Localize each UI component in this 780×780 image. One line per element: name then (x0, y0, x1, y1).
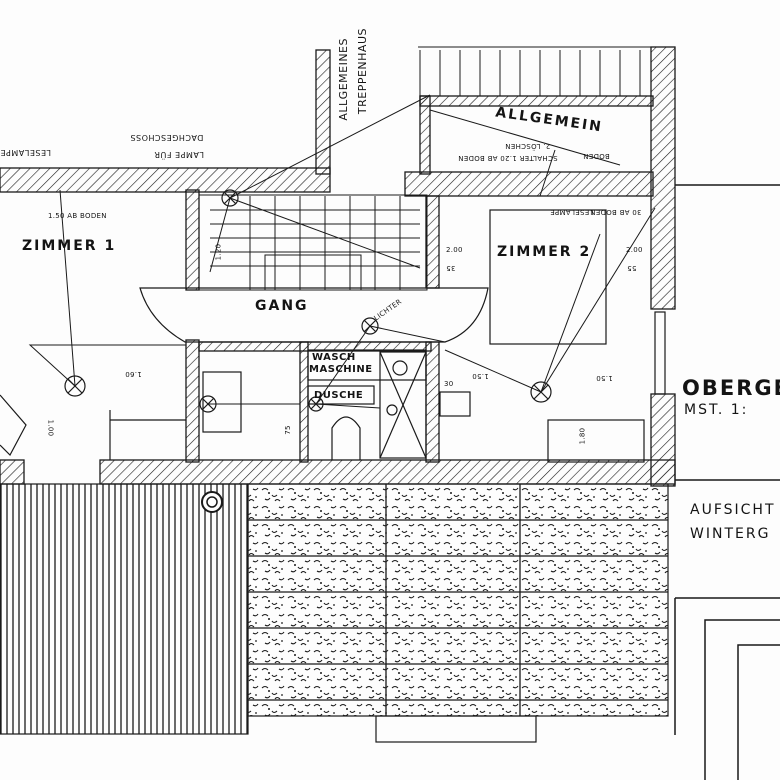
wall-top-right (404, 171, 654, 197)
note-dachgeschoss: DACHGESCHOSS (130, 133, 204, 142)
wiring-lines (28, 94, 656, 409)
wall-bottom-left (0, 459, 25, 485)
dimension-label: 1.60 (125, 370, 142, 378)
label-waschmaschine-line2: MASCHINE (309, 364, 373, 375)
dimension-label: 2.00 (626, 246, 643, 254)
wall-zimmer2-left (425, 195, 440, 289)
dimension-label: 75 (283, 425, 292, 435)
light-icon (221, 189, 239, 207)
dimension-label: 1.20 (214, 243, 223, 261)
side-note-wintergarten: WINTERG (690, 526, 771, 542)
wall-right-upper (650, 46, 676, 310)
dimension-label: 1.00 (46, 419, 55, 437)
wintergarten-roof (247, 483, 669, 717)
socket-icon (392, 360, 408, 376)
zimmer2-furniture (489, 209, 666, 463)
drain-icon (201, 491, 223, 513)
wall-allgemein-top (419, 95, 654, 107)
label-dusche: DUSCHE (314, 390, 364, 401)
note-hoehe-150: 1.50 AB BODEN (48, 212, 107, 220)
step (375, 715, 537, 743)
dimension-label: 30 (444, 380, 454, 388)
walls (0, 46, 676, 487)
gang-outline (139, 287, 489, 343)
room-label-gang: GANG (255, 298, 309, 314)
light-icon (64, 375, 86, 397)
note-leselampe: LESELAMPE (0, 148, 52, 157)
right-building-outline (674, 184, 780, 780)
dimension-label: 35 (446, 264, 456, 272)
dimension-label: 1.80 (578, 427, 587, 445)
wall-zimmer2-left-lower (425, 341, 440, 463)
zimmer1-furniture (0, 394, 186, 460)
note-lampe-fuer: LAMPE FÜR (154, 150, 204, 159)
dimension-label: 2.00 (446, 246, 463, 254)
wall-bath-divider (299, 341, 309, 463)
light-icon (361, 317, 379, 335)
dimension-label: 1.50 (472, 372, 489, 380)
note-schalter: SCHALTER 1.20 AB BODEN (458, 154, 558, 162)
wall-zimmer1-right (185, 189, 200, 291)
bathroom-fixtures (202, 349, 471, 460)
note-loeschen: 2. LÖSCHEN (505, 142, 551, 150)
wall-bottom (99, 459, 676, 485)
side-note-aufsicht: AUFSICHT (690, 502, 776, 518)
label-treppenhaus-line2: TREPPENHAUS (356, 28, 369, 115)
dimension-label: 1.50 (596, 374, 613, 382)
staircase (198, 46, 652, 291)
drawing-title: OBERGE (682, 376, 780, 400)
note-leselampe-2: LESELAMPE (550, 208, 594, 216)
socket-icon (386, 404, 398, 416)
roof-panels-left (0, 483, 249, 735)
note-boden: BODEN (583, 152, 610, 160)
wintergarten-grid (248, 484, 668, 716)
drawing-scale: MST. 1: (684, 402, 749, 418)
room-label-zimmer1: ZIMMER 1 (22, 238, 117, 254)
note-hoehe-30: 30 AB BODEN (590, 208, 642, 216)
wall-stair-left (315, 49, 331, 175)
dimension-label: 55 (627, 264, 637, 272)
label-treppenhaus-line1: ALLGEMEINES (337, 38, 350, 121)
light-icon (530, 381, 552, 403)
wall-zimmer1-right-lower (185, 339, 200, 463)
wall-allgemein-left (419, 95, 431, 175)
room-label-zimmer2: ZIMMER 2 (497, 244, 592, 260)
wall-top-left (0, 167, 331, 193)
label-waschmaschine-line1: WASCH (312, 352, 356, 363)
